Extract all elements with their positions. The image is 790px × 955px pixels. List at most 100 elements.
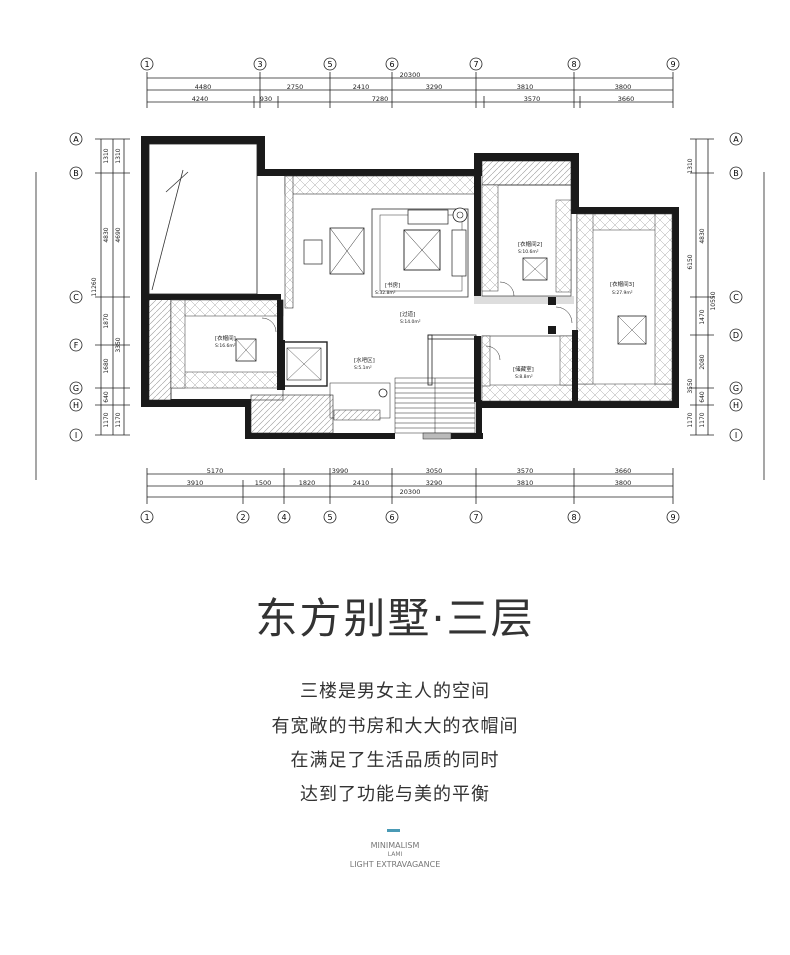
grid-bubble: C [729,290,743,304]
bottom-dimensions [146,468,674,504]
dim-label: 1170 [103,412,110,427]
grid-bubble: 6 [385,510,399,524]
closet-3: [衣帽间3] S:27.9m² [555,213,673,402]
right-grid-bubbles: A B C D G H I [729,132,743,442]
dim-label: 1170 [699,412,706,427]
void-area [148,143,258,295]
dim-label: 1310 [103,148,110,163]
floor-plan: 1 3 5 6 7 8 9 20300 4480 2750 2410 3290 … [35,57,765,524]
grid-bubble: 5 [323,510,337,524]
right-dimensions [690,138,765,480]
walls [141,136,679,439]
dim-label: 3800 [615,83,632,91]
svg-text:F: F [74,341,79,350]
dim-label: 1170 [115,412,122,427]
left-dim-labels: 1310 4830 1870 1680 640 1170 1310 4690 3… [91,148,122,427]
dim-label: 3050 [426,467,443,475]
svg-text:G: G [733,384,739,393]
svg-text:3: 3 [257,60,262,69]
grid-bubble: 8 [567,510,581,524]
grid-bubble: 7 [469,510,483,524]
grid-bubble: 9 [666,57,680,71]
svg-text:9: 9 [670,513,675,522]
staircase [394,377,476,440]
room-area: S:27.9m² [612,290,633,296]
dim-label: 4830 [699,228,706,243]
left-dimensions [35,138,130,480]
dim-label: 3550 [687,378,694,393]
grid-bubble: 9 [666,510,680,524]
top-dimensions [146,72,674,108]
grid-bubble: 5 [323,57,337,71]
description-line: 有宽敞的书房和大大的衣帽间 [271,716,519,737]
svg-text:H: H [73,401,79,410]
grid-bubble: 7 [469,57,483,71]
grid-bubble: F [69,338,83,352]
grid-bubble: B [69,166,83,180]
svg-text:7: 7 [473,60,478,69]
svg-text:C: C [733,293,739,302]
dim-label: 1470 [699,309,706,324]
grid-bubble: A [729,132,743,146]
dim-label: 3660 [615,467,632,475]
dim-label: 1310 [687,158,694,173]
svg-text:A: A [73,135,79,144]
svg-text:7: 7 [473,513,478,522]
dim-label: 640 [103,391,110,403]
room-name: [衣帽间2] [518,240,542,248]
svg-text:8: 8 [571,60,576,69]
dim-label: 3810 [517,83,534,91]
svg-text:I: I [75,431,77,440]
dim-label: 2410 [353,83,370,91]
grid-bubble: I [729,428,743,442]
dim-label: 3570 [524,95,541,103]
left-grid-bubbles: A B C F G H I [69,132,83,442]
room-name: [衣帽间] [215,334,236,342]
dim-label: 640 [699,391,706,403]
room-area: S:32.8m² [375,290,396,296]
room-area: S:16.6m² [215,343,236,349]
dim-label: 20300 [400,71,421,79]
room-name: [水吧区] [354,356,375,364]
dim-label: 2080 [699,354,706,369]
svg-text:6: 6 [389,513,394,522]
description-line: 三楼是男女主人的空间 [300,681,490,702]
dim-label: 3290 [426,479,443,487]
grid-bubble: I [69,428,83,442]
grid-bubble: H [69,398,83,412]
grid-bubble: 1 [140,57,154,71]
water-bar: [水吧区] S:5.1m² [280,341,391,421]
dim-label: 1500 [255,479,272,487]
room-area: S:8.8m² [515,374,533,380]
dim-label: 3570 [517,467,534,475]
dim-label: 4480 [195,83,212,91]
dim-label: 6150 [687,254,694,269]
room-area: S:14.0m² [400,319,421,325]
dim-label: 930 [260,95,272,103]
room-name: [书房] [385,281,400,289]
svg-text:5: 5 [327,513,332,522]
dim-label: 2750 [287,83,304,91]
brand-line-minimalism: MINIMALISM [370,841,420,850]
svg-text:8: 8 [571,513,576,522]
page-title: 东方别墅·三层 [255,594,535,643]
description-line: 在满足了生活品质的同时 [290,750,500,771]
dim-label: 1820 [299,479,316,487]
bottom-dim-labels: 5170 3990 3050 3570 3660 3910 1500 1820 … [187,467,632,496]
svg-text:B: B [73,169,79,178]
closet-1: [衣帽间] S:16.6m² [170,299,284,401]
room-area: S:10.6m² [518,249,539,255]
dim-label: 1310 [115,148,122,163]
room-name: [衣帽间3] [610,280,634,288]
dim-label: 3810 [517,479,534,487]
room-name: [储藏室] [513,365,534,373]
svg-text:D: D [733,331,739,340]
svg-text:G: G [73,384,79,393]
grid-bubble: D [729,328,743,342]
dim-label: 5170 [207,467,224,475]
dim-label: 20300 [400,488,421,496]
dim-label: 2410 [353,479,370,487]
grid-bubble: C [69,290,83,304]
partitions [277,176,556,402]
dim-label: 11260 [91,277,98,296]
